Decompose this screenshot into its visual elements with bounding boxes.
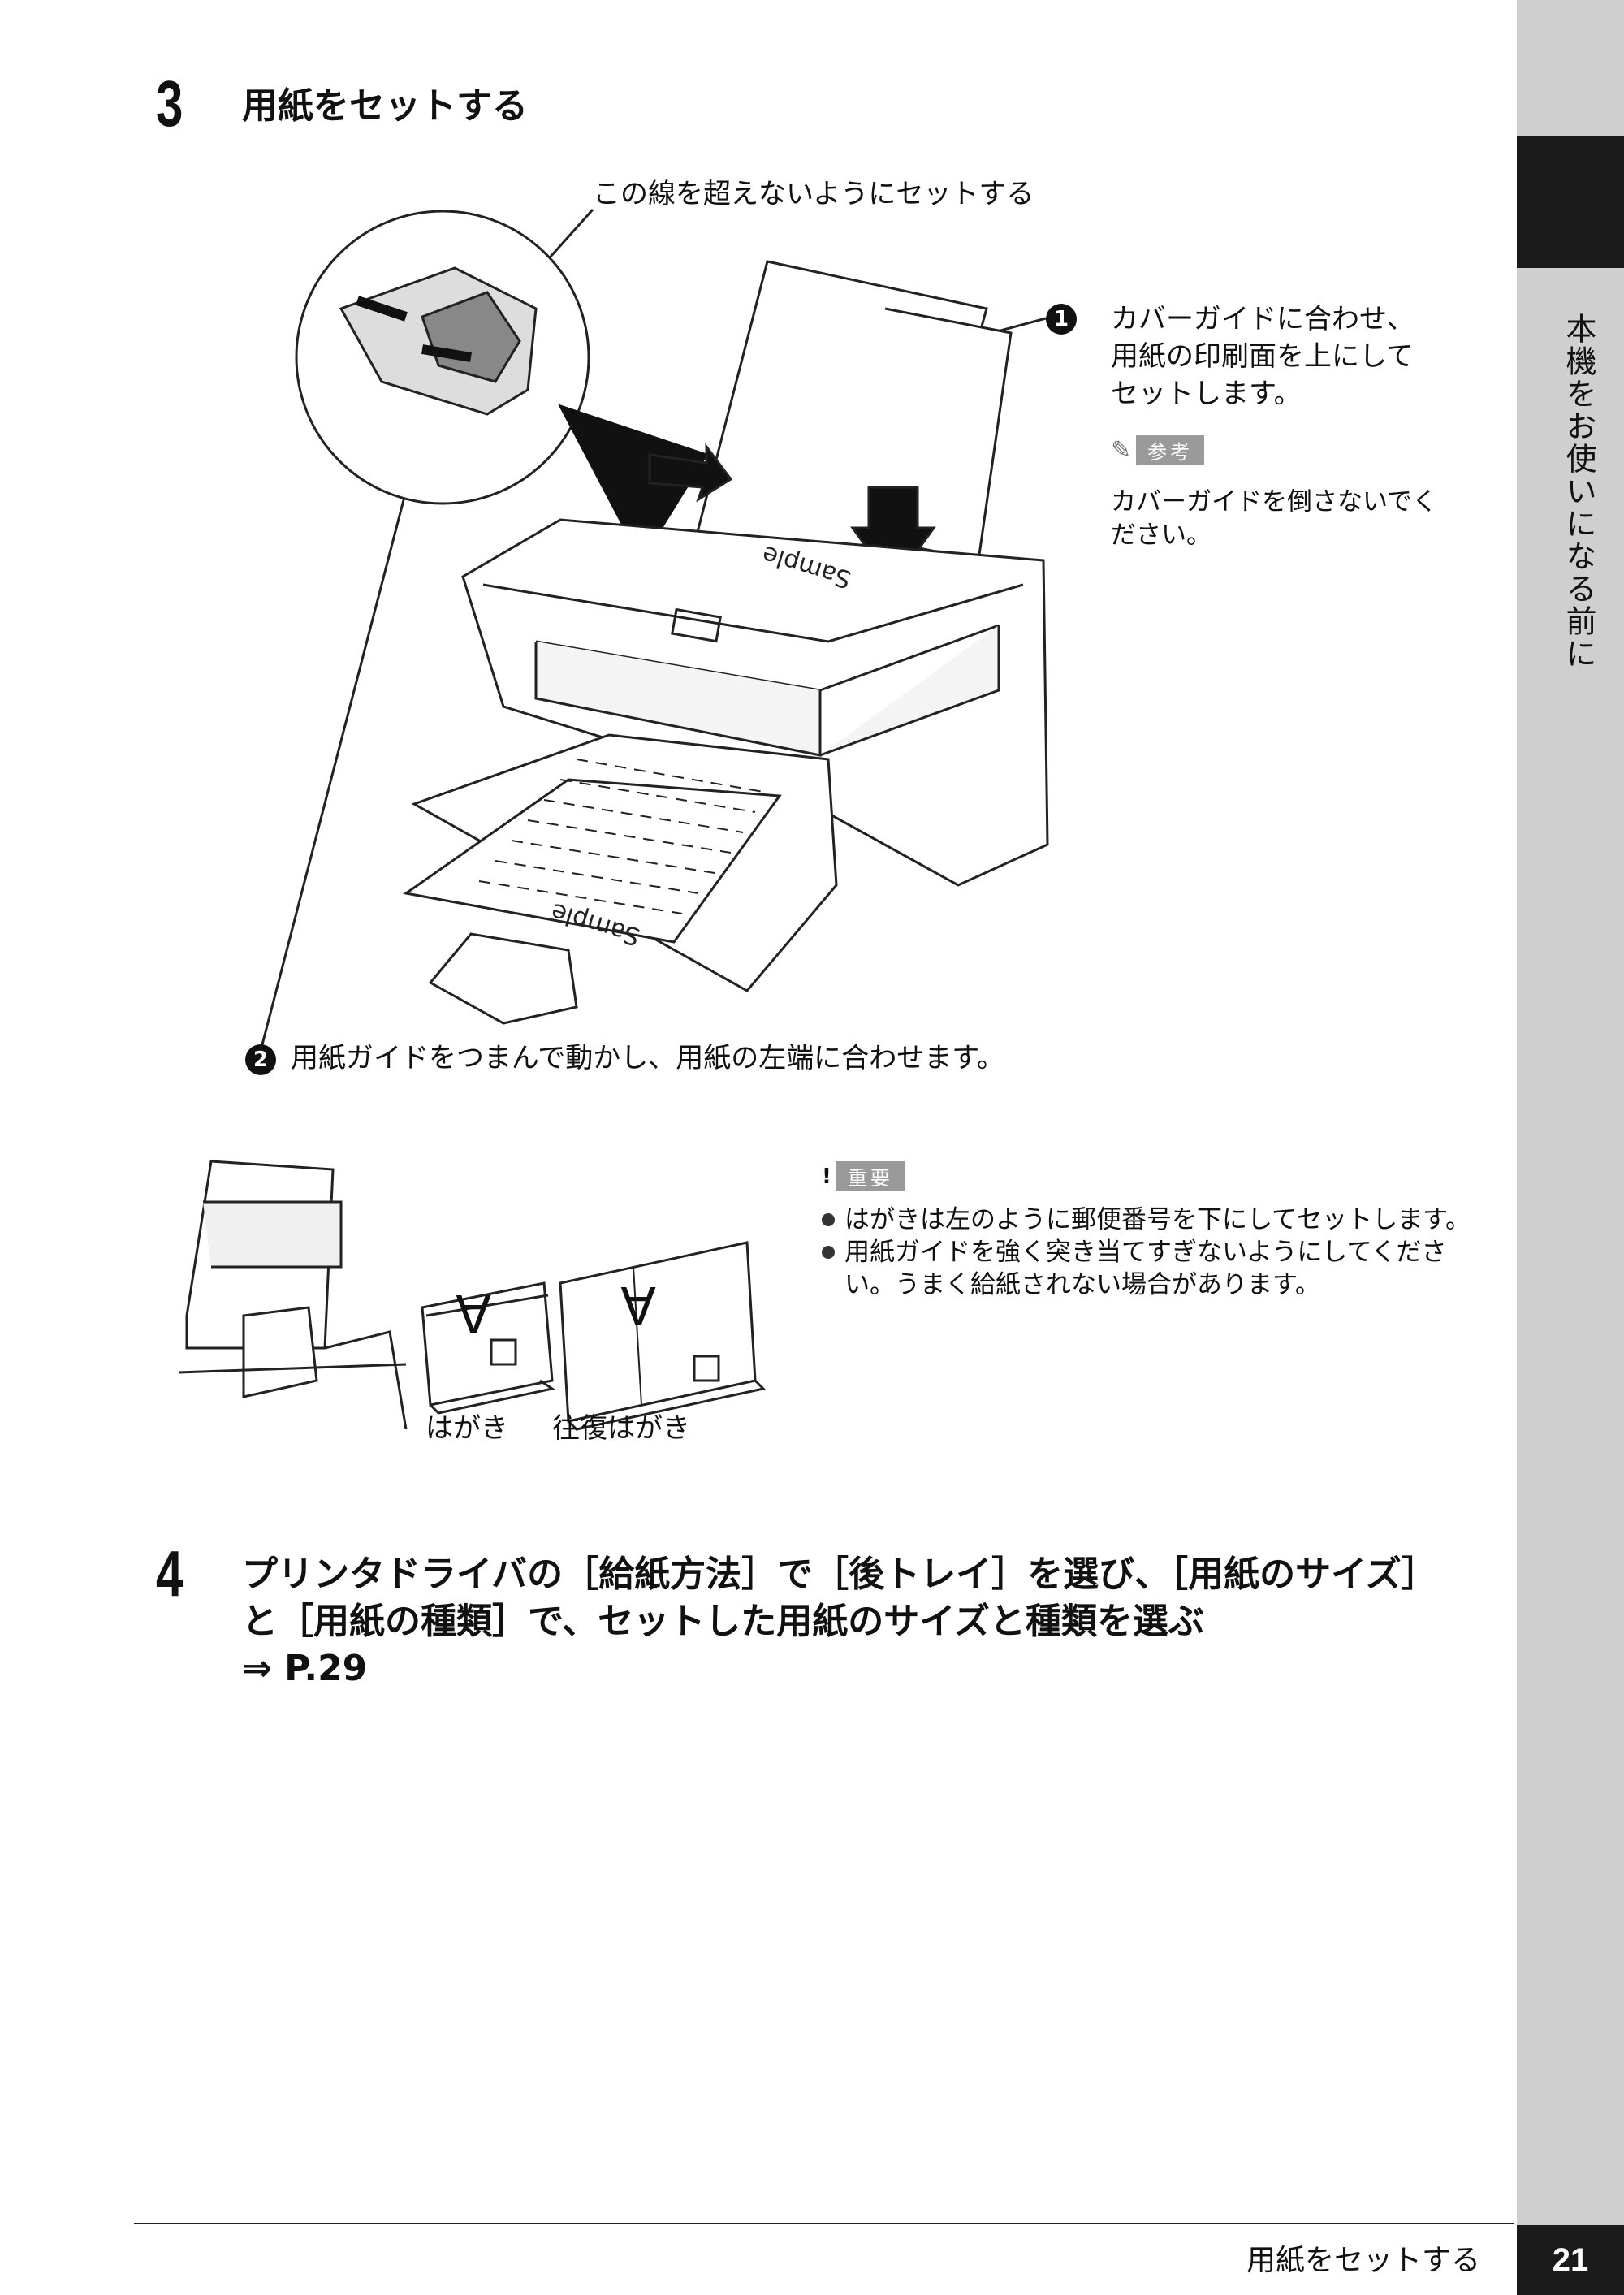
important-list: はがきは左のように郵便番号を下にしてセットします。 用紙ガイドを強く突き当てすぎ… (820, 1204, 1494, 1301)
chapter-sidebar (1517, 0, 1624, 2295)
important-label: 重要 (836, 1161, 905, 1191)
chapter-marker (1517, 136, 1624, 268)
step-4-page-reference[interactable]: ⇒ P.29 (242, 1648, 368, 1689)
reference-line-2: ださい。 (1111, 521, 1212, 550)
callout-2: 2 用紙ガイドをつまんで動かし、用紙の左端に合わせます。 (245, 1039, 1004, 1077)
reference-line-1: カバーガイドを倒さないでく (1111, 487, 1438, 516)
step-4-title-line-2: と［用紙の種類］で、セットした用紙のサイズと種類を選ぶ (242, 1601, 1204, 1642)
sample-label-output: Sample (548, 897, 644, 950)
line-limit-note: この線を超えないようにセットする (593, 178, 1034, 210)
step-3-number: 3 (156, 67, 184, 140)
return-postcard-label: 往復はがき (552, 1412, 690, 1445)
reference-tag: ✎ 参考 (1111, 435, 1205, 465)
footer-section: 用紙をセットする (1246, 2244, 1481, 2277)
important-tag: ! 重要 (822, 1161, 905, 1191)
return-postcard-letter: A (620, 1274, 656, 1334)
callout-1-line-2: 用紙の印刷面を上にして (1111, 340, 1414, 373)
important-item-2: 用紙ガイドを強く突き当てすぎないようにしてくださ い。うまく給紙されない場合があ… (820, 1236, 1494, 1301)
line-note-leader (437, 208, 594, 383)
alert-icon: ! (822, 1164, 831, 1189)
callout-1-number: 1 (1046, 304, 1077, 335)
postcard-letter: A (456, 1282, 491, 1342)
chapter-label: 本機をお使いになる前に (1561, 313, 1596, 670)
reference-label: 参考 (1136, 435, 1205, 465)
callout-1-line-3: セットします。 (1111, 378, 1302, 410)
sample-label-tray: Sample (759, 539, 855, 593)
footer-rule (134, 2223, 1514, 2224)
callout-1-line-1: カバーガイドに合わせ、 (1111, 303, 1415, 335)
page-number: 21 (1517, 2225, 1624, 2295)
paperclip-icon: ✎ (1111, 436, 1132, 465)
step-4-number: 4 (156, 1537, 184, 1610)
callout-2-number: 2 (245, 1044, 276, 1075)
important-item-1: はがきは左のように郵便番号を下にしてセットします。 (820, 1204, 1494, 1236)
callout-1: 1 カバーガイドに合わせ、 用紙の印刷面を上にして セットします。 (1046, 300, 1468, 413)
step-4-title-line-1: プリンタドライバの［給紙方法］で［後トレイ］を選び、［用紙のサイズ］ (242, 1554, 1437, 1595)
callout-2-text: 用紙ガイドをつまんで動かし、用紙の左端に合わせます。 (291, 1042, 1004, 1074)
callout-1-leader (864, 317, 1047, 369)
zoom-circle (295, 210, 590, 505)
step-4-title: プリンタドライバの［給紙方法］で［後トレイ］を選び、［用紙のサイズ］ と［用紙の… (242, 1551, 1509, 1692)
reference-text: カバーガイドを倒さないでく ださい。 (1111, 486, 1501, 552)
step-3-title: 用紙をセットする (242, 85, 528, 127)
postcard-label: はがき (425, 1412, 508, 1445)
callout-2-leader (260, 365, 440, 1048)
